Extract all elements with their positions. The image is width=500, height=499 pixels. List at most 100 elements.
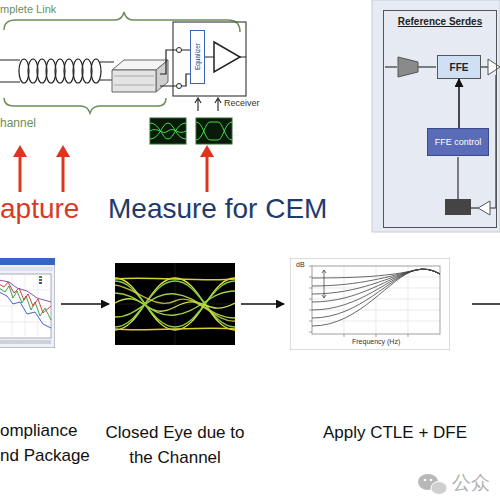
eye-thumbnail-trace bbox=[150, 123, 186, 139]
node-text: FFE bbox=[450, 62, 469, 73]
screenshot-illustration-part bbox=[0, 258, 55, 265]
ctle-chart-illustration-part-part bbox=[312, 269, 440, 286]
screenshot-illustration-part bbox=[0, 274, 51, 338]
channel-brace bbox=[4, 98, 166, 113]
serdes-wiring-part bbox=[490, 75, 496, 208]
driver-triangle bbox=[488, 59, 500, 75]
pointer-arrow bbox=[195, 98, 221, 111]
screenshot-illustration-part bbox=[39, 282, 42, 284]
ctle-chart-illustration-part-part bbox=[312, 269, 440, 310]
node-text: Closed Eye due to the Channel bbox=[100, 420, 250, 470]
ffe-control-block: FFE control bbox=[427, 128, 489, 156]
serdes-wiring-part bbox=[481, 66, 488, 67]
eye-illustration-part-part bbox=[115, 285, 235, 321]
screenshot-illustration-part bbox=[0, 267, 53, 271]
serdes-panel bbox=[372, 0, 500, 232]
screenshot-illustration bbox=[0, 258, 55, 348]
eye-illustration-part bbox=[115, 263, 235, 345]
screenshot-illustration-part bbox=[39, 279, 42, 281]
eye-illustration-part bbox=[115, 263, 235, 345]
screenshot-illustration-part bbox=[0, 286, 51, 320]
receiver-outline bbox=[173, 22, 246, 96]
input-terminal bbox=[177, 84, 182, 89]
eye-illustration-part-part bbox=[115, 281, 235, 327]
equalizer-box: Equalizer bbox=[190, 30, 205, 84]
receiver-label: Receiver bbox=[224, 98, 260, 108]
screenshot-illustration-part bbox=[0, 292, 51, 328]
channel-label: hannel bbox=[0, 116, 36, 130]
amplifier-triangle bbox=[214, 42, 240, 72]
eye-illustration-part-part bbox=[115, 278, 235, 280]
node-text: ompliance nd Package bbox=[0, 418, 95, 468]
eye-thumbnail bbox=[196, 118, 232, 144]
dac-symbol bbox=[398, 57, 418, 77]
wechat-logo bbox=[418, 474, 447, 495]
red-arrow-part bbox=[56, 145, 70, 157]
node-text: Apply CTLE + DFE bbox=[280, 420, 500, 445]
receiver-triangle bbox=[478, 201, 490, 215]
ctle-chart-illustration-part bbox=[312, 266, 440, 334]
wechat-logo-part bbox=[424, 479, 427, 482]
serdes-wiring-part bbox=[457, 157, 458, 199]
ctle-chart-illustration-part bbox=[312, 269, 440, 326]
twisted-cable-part bbox=[91, 59, 101, 83]
node-text: Equalizer bbox=[194, 43, 201, 70]
red-arrow-part bbox=[13, 145, 27, 157]
red-arrow bbox=[13, 145, 214, 192]
eye-illustration-part-part bbox=[115, 281, 235, 327]
eye-thumbnail-trace-part bbox=[196, 122, 232, 140]
continuation-line bbox=[472, 303, 500, 305]
channel-board bbox=[112, 60, 168, 92]
screenshot-illustration-part bbox=[0, 340, 51, 344]
ffe-block: FFE bbox=[437, 55, 481, 79]
eye-illustration-part bbox=[115, 278, 235, 330]
watermark: 公众 bbox=[452, 470, 490, 496]
eye-thumbnail-trace-part bbox=[196, 122, 232, 140]
screenshot-illustration-part bbox=[39, 276, 42, 278]
ctle-chart-illustration-part bbox=[290, 258, 450, 350]
eye-illustration bbox=[115, 263, 235, 345]
axis-label: dB bbox=[296, 261, 305, 268]
ctle-chart-illustration-part-part bbox=[312, 269, 440, 318]
capture-label: apture bbox=[0, 193, 79, 225]
ctle-chart-illustration-part-part bbox=[312, 269, 440, 278]
axis-label: Frequency (Hz) bbox=[352, 338, 400, 345]
cable-wire bbox=[0, 60, 114, 82]
serdes-wiring-part bbox=[471, 207, 478, 208]
channel-trace bbox=[114, 76, 154, 85]
ctle-chart-illustration-part-part bbox=[312, 269, 440, 326]
node-text: FFE control bbox=[435, 137, 482, 147]
eye-illustration-part-part bbox=[115, 328, 235, 330]
red-arrow-part bbox=[62, 154, 65, 192]
compliance-screenshot: ompliance nd Package bbox=[0, 258, 55, 348]
screenshot-illustration-part bbox=[0, 274, 51, 338]
eye-diagram: Closed Eye due to the Channel bbox=[115, 263, 235, 345]
twisted-cable bbox=[19, 59, 101, 83]
input-terminal bbox=[177, 48, 182, 53]
flow-arrow bbox=[458, 79, 460, 128]
link-label: mplete Link bbox=[0, 3, 56, 15]
wechat-logo-part bbox=[431, 482, 447, 495]
red-arrow-part bbox=[200, 145, 214, 157]
eye-thumbnail-trace-part bbox=[150, 130, 186, 133]
ctle-chart-illustration-part bbox=[322, 270, 326, 298]
reference-serdes-box: Reference SerdesFFE FFE control bbox=[383, 10, 497, 228]
screenshot-illustration-part bbox=[0, 280, 51, 302]
flow-arrow bbox=[61, 303, 109, 305]
decision-block bbox=[445, 199, 471, 215]
channel-board-part bbox=[112, 70, 156, 92]
eye-illustration-part-part bbox=[115, 278, 235, 330]
serdes-wiring-part bbox=[418, 66, 436, 67]
node-text: Reference Serdes bbox=[384, 16, 496, 27]
ctle-response-chart: Apply CTLE + DFE bbox=[290, 258, 450, 350]
eye-thumbnail-trace-part bbox=[150, 123, 186, 139]
red-arrow-part bbox=[206, 154, 209, 192]
ctle-chart-illustration-part bbox=[312, 266, 440, 334]
eye-thumbnail-trace bbox=[196, 122, 232, 140]
eye-thumbnail bbox=[150, 118, 186, 144]
serdes-wiring-part bbox=[385, 66, 397, 67]
red-arrow-part bbox=[19, 154, 22, 192]
eye-illustration-part-part bbox=[115, 294, 235, 318]
